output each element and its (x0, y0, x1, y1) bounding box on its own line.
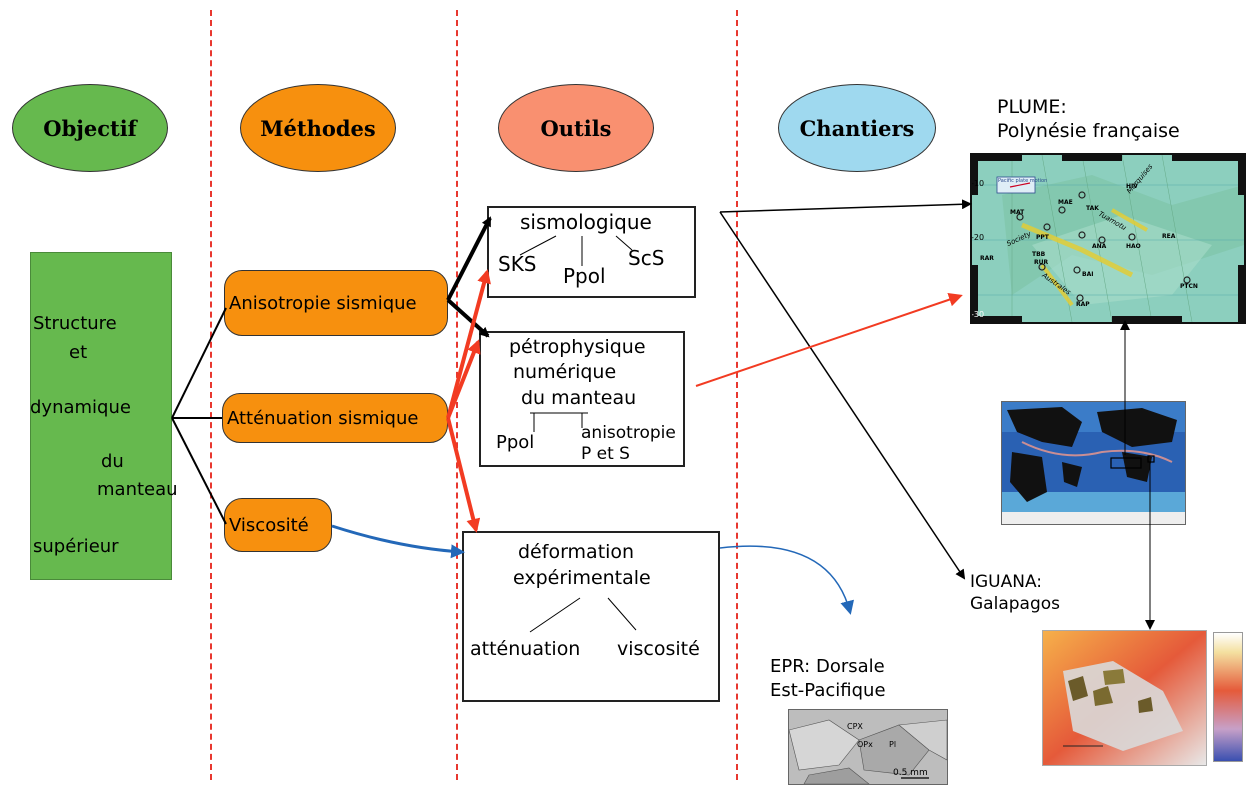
header-chantiers: Chantiers (778, 84, 936, 172)
thin-section-cpx: CPX (847, 722, 863, 731)
tool-box-sismologique (487, 206, 696, 298)
tool-box-petrophysique (479, 331, 685, 467)
objective-box (30, 252, 172, 580)
plume-station-ppt: PPT (1036, 234, 1049, 241)
header-outils: Outils (498, 84, 654, 172)
plume-station-tak: TAK (1086, 205, 1099, 212)
divider-line-1 (210, 10, 212, 780)
arrow-sismologique-iguana (719, 211, 966, 580)
site-iguana-line-2: Galapagos (970, 594, 1060, 614)
objective-line-4: du (101, 451, 124, 472)
objective-line-1: Structure (33, 313, 117, 334)
plume-station-bai: BAI (1082, 271, 1094, 278)
header-methodes-label: Méthodes (260, 115, 376, 141)
site-epr-line-2: Est-Pacifique (770, 680, 886, 701)
link-objectif-anisotropie (171, 307, 227, 419)
thin-section-scale: 0.5 mm (893, 768, 928, 778)
tree-deformation-right (607, 597, 637, 631)
tree-sismologique-right (615, 235, 633, 251)
plume-station-rea: REA (1162, 233, 1176, 240)
plume-tick-y-2: -20 (971, 233, 985, 242)
header-objectif-label: Objectif (43, 115, 137, 141)
arrow-sismologique-plume (719, 199, 972, 213)
tool-sismologique-title: sismologique (520, 210, 652, 234)
link-objectif-viscosite (171, 417, 227, 525)
thin-section-pl: Pl (889, 740, 897, 749)
tool-sismologique-scs: ScS (628, 246, 665, 270)
plume-station-mat: MAT (1010, 209, 1025, 216)
arrow-viscosite-deformation (331, 524, 465, 559)
tool-sismologique-sks: SKS (498, 252, 537, 276)
method-viscosite: Viscosité (224, 498, 332, 552)
arrow-petrophysique-plume (695, 292, 963, 387)
tool-petrophysique-line-2: numérique (513, 361, 617, 383)
arrow-attenuation-petrophysique (446, 339, 481, 419)
tool-petrophysique-pets: P et S (581, 444, 630, 464)
objective-line-5: manteau (97, 479, 178, 500)
site-plume-line-1: PLUME: (997, 96, 1067, 118)
divider-line-3 (736, 10, 738, 780)
tool-deformation-line-1: déformation (518, 541, 635, 563)
plume-map-image: -10 -20 -30 Pacific plate motion Marquis… (970, 153, 1246, 324)
plume-station-hao: HAO (1126, 243, 1141, 250)
tool-deformation-viscosite: viscosité (617, 638, 700, 660)
objective-line-3: dynamique (30, 397, 131, 418)
plume-station-tbb: TBB (1032, 251, 1046, 258)
objective-line-6: supérieur (33, 536, 119, 557)
thin-section-opx: OPx (857, 740, 873, 749)
plume-text-pacific: Pacific plate motion (998, 178, 1048, 184)
plume-tick-y-3: -30 (971, 310, 985, 319)
tree-sismologique-left (519, 235, 557, 256)
plume-station-rur: RUR (1034, 259, 1049, 266)
method-viscosite-label: Viscosité (229, 514, 309, 536)
plume-station-ana: ANA (1092, 243, 1107, 250)
method-anisotropie-label: Anisotropie sismique (229, 292, 417, 314)
plume-station-ptcn: PTCN (1180, 283, 1198, 290)
header-outils-label: Outils (540, 115, 612, 141)
arrow-deformation-epr (719, 545, 855, 615)
tool-petrophysique-line-1: pétrophysique (509, 336, 646, 358)
world-map-image (1001, 401, 1186, 525)
arrow-attenuation-deformation (446, 417, 481, 533)
method-attenuation-label: Atténuation sismique (227, 407, 419, 429)
arrow-anisotropie-petrophysique (446, 298, 490, 338)
header-chantiers-label: Chantiers (799, 115, 915, 141)
tool-petrophysique-line-3: du manteau (521, 387, 637, 409)
galapagos-colorbar (1213, 632, 1243, 762)
arrow-attenuation-sismologique (446, 269, 491, 419)
plume-tick-y-1: -10 (971, 179, 985, 188)
plume-station-hiv: HIV (1126, 183, 1138, 190)
plume-station-rar: RAR (980, 255, 994, 262)
header-methodes: Méthodes (240, 84, 396, 172)
header-objectif: Objectif (12, 84, 168, 172)
tool-deformation-attenuation: atténuation (470, 638, 581, 660)
arrow-anisotropie-sismologique (446, 216, 492, 301)
tool-petrophysique-anisotropie: anisotropie (581, 423, 676, 443)
thin-section-image: CPX OPx Pl 0.5 mm (788, 709, 948, 785)
method-anisotropie: Anisotropie sismique (224, 270, 448, 336)
tool-sismologique-ppol: Ppol (563, 264, 606, 288)
site-plume-line-2: Polynésie française (997, 120, 1180, 142)
plume-station-mae: MAE (1058, 199, 1073, 206)
tool-box-deformation (462, 531, 720, 702)
plume-station-rap: RAP (1076, 301, 1090, 308)
galapagos-map-image (1042, 630, 1207, 766)
tool-petrophysique-ppol: Ppol (496, 432, 535, 453)
site-iguana-line-1: IGUANA: (970, 572, 1043, 592)
objective-line-2: et (69, 342, 88, 363)
method-attenuation: Atténuation sismique (222, 393, 448, 443)
tree-deformation-left (529, 597, 581, 633)
site-epr-line-1: EPR: Dorsale (770, 656, 885, 677)
tool-deformation-line-2: expérimentale (513, 567, 651, 589)
